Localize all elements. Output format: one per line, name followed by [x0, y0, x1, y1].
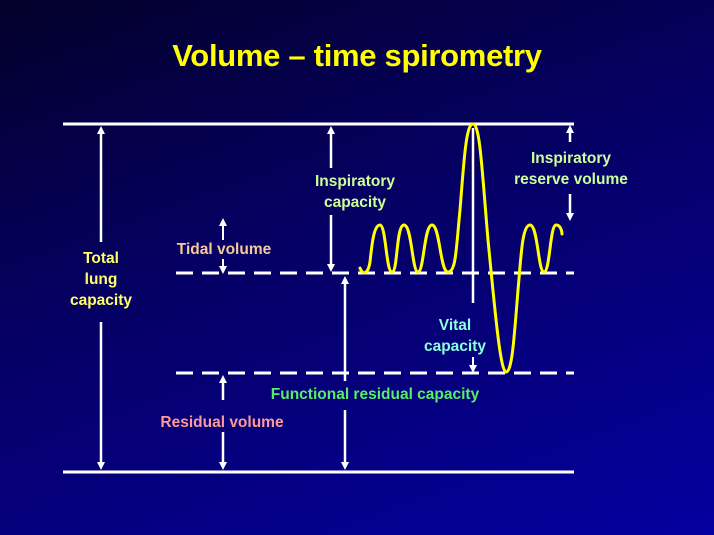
label-line: capacity: [323, 194, 387, 211]
inspiratory-reserve-volume-label: Inspiratory reserve volume: [499, 148, 643, 190]
vital-capacity-label: Vital capacity: [414, 315, 496, 357]
inspiratory-capacity-label: Inspiratory capacity: [300, 171, 410, 213]
spirometry-trace: [358, 122, 564, 374]
label-line: capacity: [423, 338, 487, 355]
label-line: Total: [83, 250, 119, 267]
functional-residual-capacity-label: Functional residual capacity: [270, 386, 480, 403]
label-line: Vital: [438, 317, 472, 334]
label-line: Inspiratory: [314, 173, 396, 190]
label-line: reserve volume: [514, 171, 628, 188]
label-line: Inspiratory: [530, 150, 612, 167]
label-line: lung: [84, 271, 118, 288]
total-lung-capacity-label: Total lung capacity: [62, 248, 140, 311]
page-title: Volume – time spirometry: [172, 38, 542, 73]
label-line: capacity: [69, 292, 133, 309]
residual-volume-label: Residual volume: [160, 414, 284, 431]
tidal-volume-label: Tidal volume: [176, 241, 272, 258]
